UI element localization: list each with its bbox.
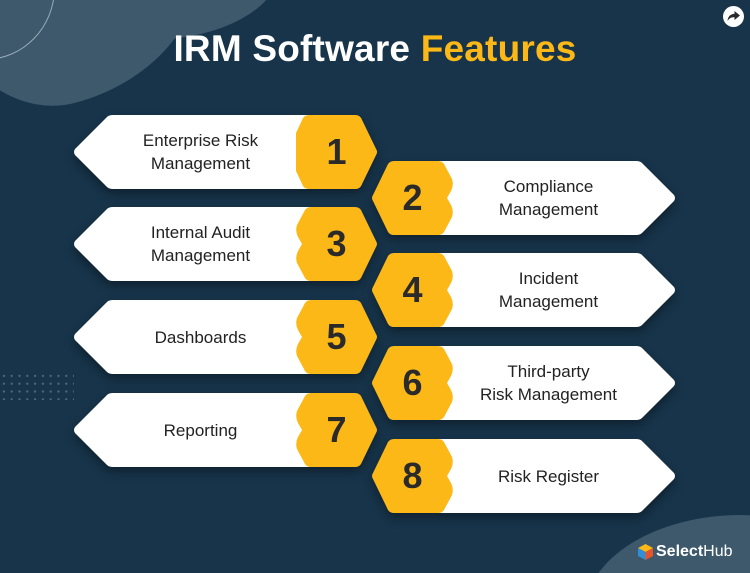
feature-label: Dashboards <box>154 327 247 347</box>
brand-hub: Hub <box>703 543 733 560</box>
title-accent: Features <box>420 28 577 69</box>
card-shape <box>74 393 377 467</box>
page-title: IRM Software Features <box>0 28 750 70</box>
feature-number: 6 <box>402 362 423 403</box>
feature-card-4: 4 Incident Management <box>371 253 676 327</box>
card-shape <box>372 253 675 327</box>
card-shape <box>372 346 675 420</box>
feature-label: Incident Management <box>498 269 599 311</box>
feature-number: 4 <box>402 269 423 310</box>
feature-label: Internal Audit Management <box>150 223 251 265</box>
feature-number: 7 <box>326 409 347 450</box>
feature-label: Risk Register <box>497 466 600 486</box>
card-shape <box>74 207 377 281</box>
feature-number: 3 <box>326 223 347 264</box>
selecthub-cube-icon <box>638 544 653 560</box>
card-shape <box>74 300 377 374</box>
feature-card-8: 8 Risk Register <box>371 439 676 513</box>
share-arrow-icon <box>727 11 740 21</box>
decorative-dot-grid <box>0 372 74 400</box>
feature-card-1: Enterprise Risk Management 1 <box>73 115 378 189</box>
card-shape <box>372 439 675 513</box>
brand-select: Select <box>656 543 704 560</box>
feature-number: 2 <box>402 177 423 218</box>
feature-label: Compliance Management <box>498 177 599 219</box>
feature-card-6: 6 Third-party Risk Management <box>371 346 676 420</box>
card-shape <box>74 115 377 189</box>
feature-card-7: Reporting 7 <box>73 393 378 467</box>
selecthub-logo: SelectHub <box>638 543 733 561</box>
card-shape <box>372 161 675 235</box>
feature-card-3: Internal Audit Management 3 <box>73 207 378 281</box>
feature-label: Enterprise Risk Management <box>142 131 259 173</box>
feature-card-2: 2 Compliance Management <box>371 161 676 235</box>
feature-label: Third-party Risk Management <box>479 362 617 404</box>
feature-card-5: Dashboards 5 <box>73 300 378 374</box>
feature-label: Reporting <box>163 420 238 440</box>
feature-number: 1 <box>326 131 347 172</box>
title-main: IRM Software <box>173 28 411 69</box>
share-button[interactable] <box>723 6 744 27</box>
feature-number: 8 <box>402 455 423 496</box>
feature-number: 5 <box>326 316 347 357</box>
